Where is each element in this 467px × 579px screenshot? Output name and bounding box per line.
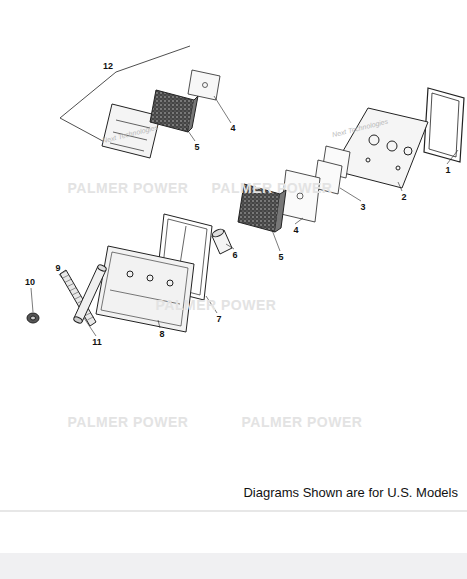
- callout-number: 9: [55, 263, 60, 273]
- divider-line: [0, 511, 467, 512]
- leader-lines: [31, 96, 458, 336]
- insulator-card: [188, 70, 220, 100]
- watermark: PALMER POWER: [68, 180, 189, 196]
- caption-text: Diagrams Shown are for U.S. Models: [243, 485, 458, 500]
- callout-number: 5: [278, 252, 283, 262]
- parts: [27, 46, 464, 332]
- callout-number: 4: [230, 123, 235, 133]
- thread-stroke: [63, 275, 69, 278]
- spacer-tube: [74, 266, 106, 322]
- callout-number: 7: [216, 314, 221, 324]
- watermark: PALMER POWER: [242, 414, 363, 430]
- thread-stroke: [73, 292, 79, 295]
- thread-stroke: [70, 288, 76, 291]
- watermark: PALMER POWER: [68, 414, 189, 430]
- callout-number: 12: [103, 61, 113, 71]
- thread-stroke: [68, 284, 74, 287]
- callout-number: 4: [293, 225, 298, 235]
- watermark: PALMER POWER: [156, 297, 277, 313]
- thread-stroke: [75, 296, 81, 299]
- thread-stroke: [88, 317, 94, 320]
- footer-band: [0, 553, 467, 579]
- callout-number: 6: [232, 250, 237, 260]
- callout-number: 3: [360, 202, 365, 212]
- callout-number: 2: [401, 192, 406, 202]
- switch-plate: [102, 104, 160, 158]
- watermark: PALMER POWER: [212, 180, 333, 196]
- thread-stroke: [65, 279, 71, 282]
- insulator-card: [281, 170, 320, 222]
- nut: [27, 313, 39, 323]
- gasket: [424, 88, 464, 162]
- callout-number: 1: [445, 165, 450, 175]
- callout-number: 8: [159, 329, 164, 339]
- back-plate: [96, 246, 194, 332]
- callout-number: 11: [92, 337, 102, 347]
- callout-number: 10: [25, 277, 35, 287]
- callout-number: 5: [194, 142, 199, 152]
- thread-stroke: [60, 271, 66, 274]
